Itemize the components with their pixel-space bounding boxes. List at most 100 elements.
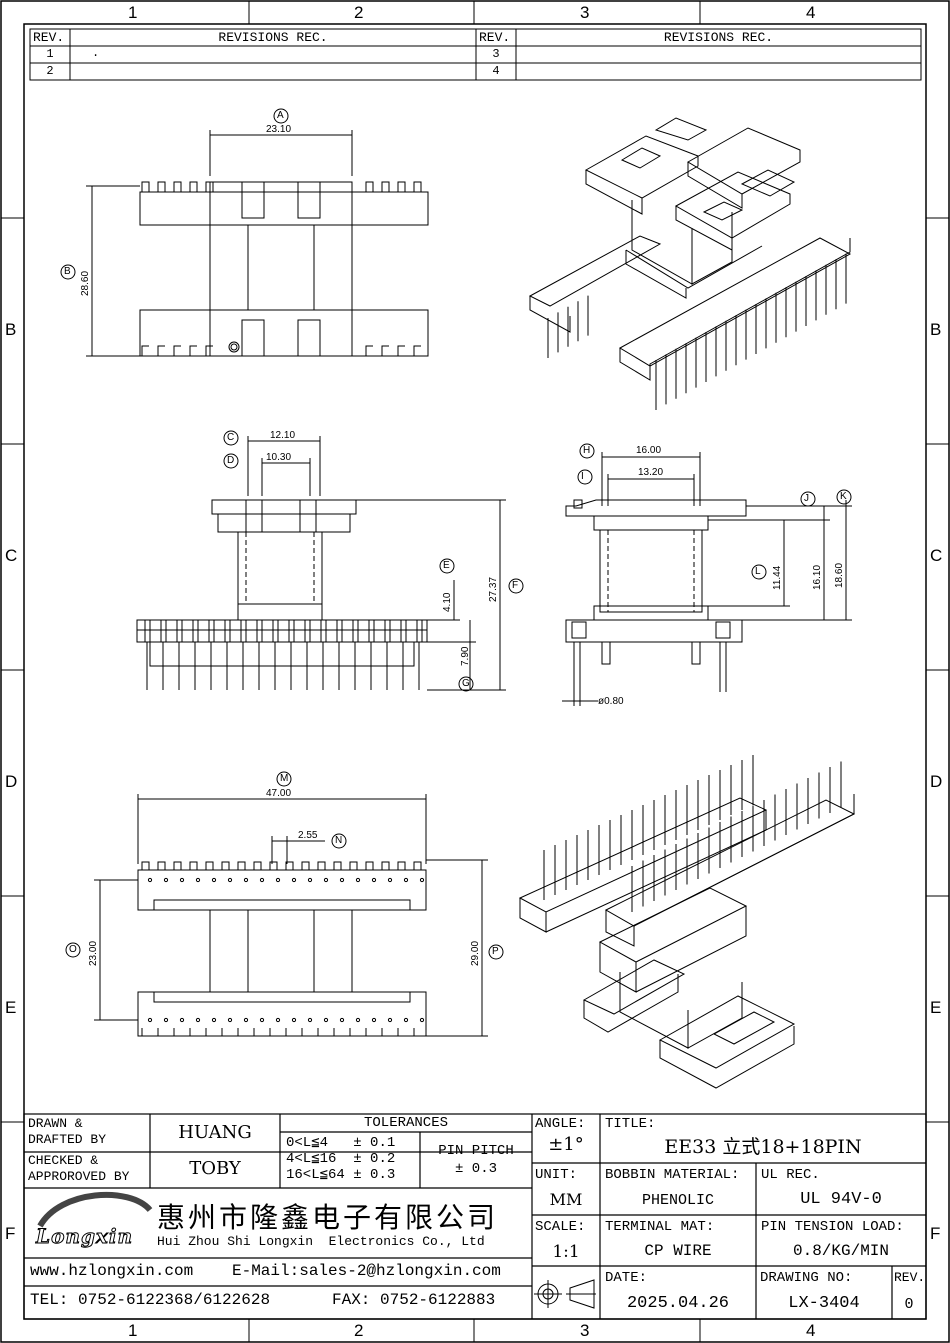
drawing-stroke: [259, 877, 265, 883]
top-view: [60, 108, 429, 357]
drawing-stroke: [365, 861, 374, 870]
drawing-stroke: [189, 181, 198, 192]
drawing-stroke: [163, 877, 169, 883]
drawing-stroke: [387, 877, 393, 883]
drawing-stroke: [349, 861, 358, 870]
drawing-stroke: [275, 1017, 281, 1023]
drawing-stroke: [205, 345, 213, 356]
drawing-stroke: [419, 877, 425, 883]
drawing-stroke: [195, 877, 201, 883]
drawing-stroke: [403, 1017, 409, 1023]
revision-row-2-rev: 2: [46, 64, 54, 78]
marker-p: P: [492, 946, 499, 957]
drawing-stroke: [179, 1017, 185, 1023]
date-value: 2025.04.26: [626, 1294, 730, 1313]
marker-c: C: [227, 432, 235, 443]
drawing-stroke: [227, 1017, 233, 1023]
unit-label: UNIT:: [535, 1167, 578, 1183]
projection-symbol-icon: [534, 1279, 596, 1309]
company-website: www.hzlongxin.com: [30, 1262, 194, 1280]
drawing-stroke: [355, 1017, 361, 1023]
pin-tension-label: PIN TENSION LOAD:: [761, 1219, 904, 1235]
drawing-stroke: [339, 877, 345, 883]
dim-side-18-60: 18.60: [834, 562, 845, 588]
isometric-view-top: [528, 117, 852, 410]
angle-label: ANGLE:: [535, 1116, 586, 1132]
marker-m: M: [280, 773, 289, 784]
drawing-stroke: [157, 181, 166, 192]
marker-j: J: [804, 493, 809, 504]
company-email: E-Mail:sales-2@hzlongxin.com: [232, 1262, 501, 1280]
drawing-stroke: [221, 861, 230, 870]
grid-row-c-right: C: [930, 546, 943, 565]
dim-bottom-n: 2.55: [298, 830, 318, 841]
drawing-stroke: [307, 1017, 313, 1023]
marker-g: G: [462, 678, 470, 689]
checked-by-label: CHECKED & APPROROVED BY: [28, 1153, 130, 1184]
drawing-stroke: [195, 1017, 201, 1023]
revisions-table-lines: [29, 28, 922, 81]
drawing-stroke: [307, 877, 313, 883]
drawing-stroke: [413, 861, 422, 870]
drawing-number-value: LX-3404: [788, 1294, 860, 1313]
logo-text: Longxin: [36, 1224, 133, 1249]
drawing-stroke: [381, 861, 390, 870]
dim-front-d: 10.30: [266, 452, 292, 463]
drawing-stroke: [173, 861, 182, 870]
drawing-stroke: [365, 181, 374, 192]
drawing-stroke: [323, 877, 329, 883]
drawing-stroke: [371, 877, 377, 883]
marker-d: D: [227, 455, 235, 466]
grid-col-4-top: 4: [806, 3, 816, 22]
drawing-stroke: [147, 877, 153, 883]
tolerance-row-2: 4<L≦16 ± 0.2: [286, 1151, 396, 1167]
company-logo-icon: [37, 1191, 153, 1229]
drawn-by-label: DRAWN & DRAFTED BY: [28, 1116, 107, 1147]
bobbin-material-value: PHENOLIC: [641, 1192, 714, 1209]
drawing-stroke: [275, 877, 281, 883]
grid-col-2-top: 2: [354, 3, 364, 22]
unit-value: MM: [549, 1190, 583, 1209]
drawing-stroke: [253, 861, 262, 870]
title-label: TITLE:: [605, 1116, 656, 1132]
drawing-stroke: [291, 1017, 297, 1023]
company-fax: FAX: 0752-6122883: [332, 1291, 496, 1309]
scale-label: SCALE:: [535, 1219, 586, 1235]
angle-value: ±1°: [548, 1134, 584, 1155]
dim-bottom-o: 23.00: [88, 940, 99, 966]
revisions-rev-header-right: REV.: [479, 30, 511, 45]
drawing-stroke: [163, 1017, 169, 1023]
drawing-stroke: [179, 877, 185, 883]
pin-pitch-label: PIN PITCH: [438, 1143, 514, 1159]
drawing-stroke: [141, 861, 150, 870]
drawing-stroke: [365, 345, 373, 356]
tolerances-label: TOLERANCES: [363, 1115, 448, 1131]
grid-row-b-left: B: [5, 320, 17, 339]
dim-front-c: 12.10: [270, 430, 296, 441]
drawing-stroke: [285, 861, 294, 870]
marker-e: E: [443, 560, 450, 571]
drawing-stroke: [381, 181, 390, 192]
marker-a: A: [277, 110, 284, 121]
tolerance-row-3: 16<L≦64 ± 0.3: [286, 1167, 396, 1183]
front-view: [136, 430, 524, 692]
drawing-stroke: [205, 181, 214, 192]
dim-bottom-p: 29.00: [470, 940, 481, 966]
drawing-stroke: [397, 181, 406, 192]
marker-n: N: [335, 835, 343, 846]
revision-row-1-rev: 1: [46, 47, 54, 61]
drawing-stroke: [381, 345, 389, 356]
drawing-stroke: [243, 877, 249, 883]
marker-o: O: [69, 944, 77, 955]
drawing-stroke: [211, 877, 217, 883]
grid-row-f-right: F: [930, 1224, 941, 1243]
grid-row-d-right: D: [930, 772, 943, 791]
drawing-stroke: [397, 861, 406, 870]
drawing-stroke: [211, 1017, 217, 1023]
grid-row-f-left: F: [5, 1224, 16, 1243]
drawing-stroke: [173, 345, 181, 356]
drawing-stroke: [413, 181, 422, 192]
marker-b: B: [64, 266, 71, 277]
drawing-stroke: [333, 861, 342, 870]
